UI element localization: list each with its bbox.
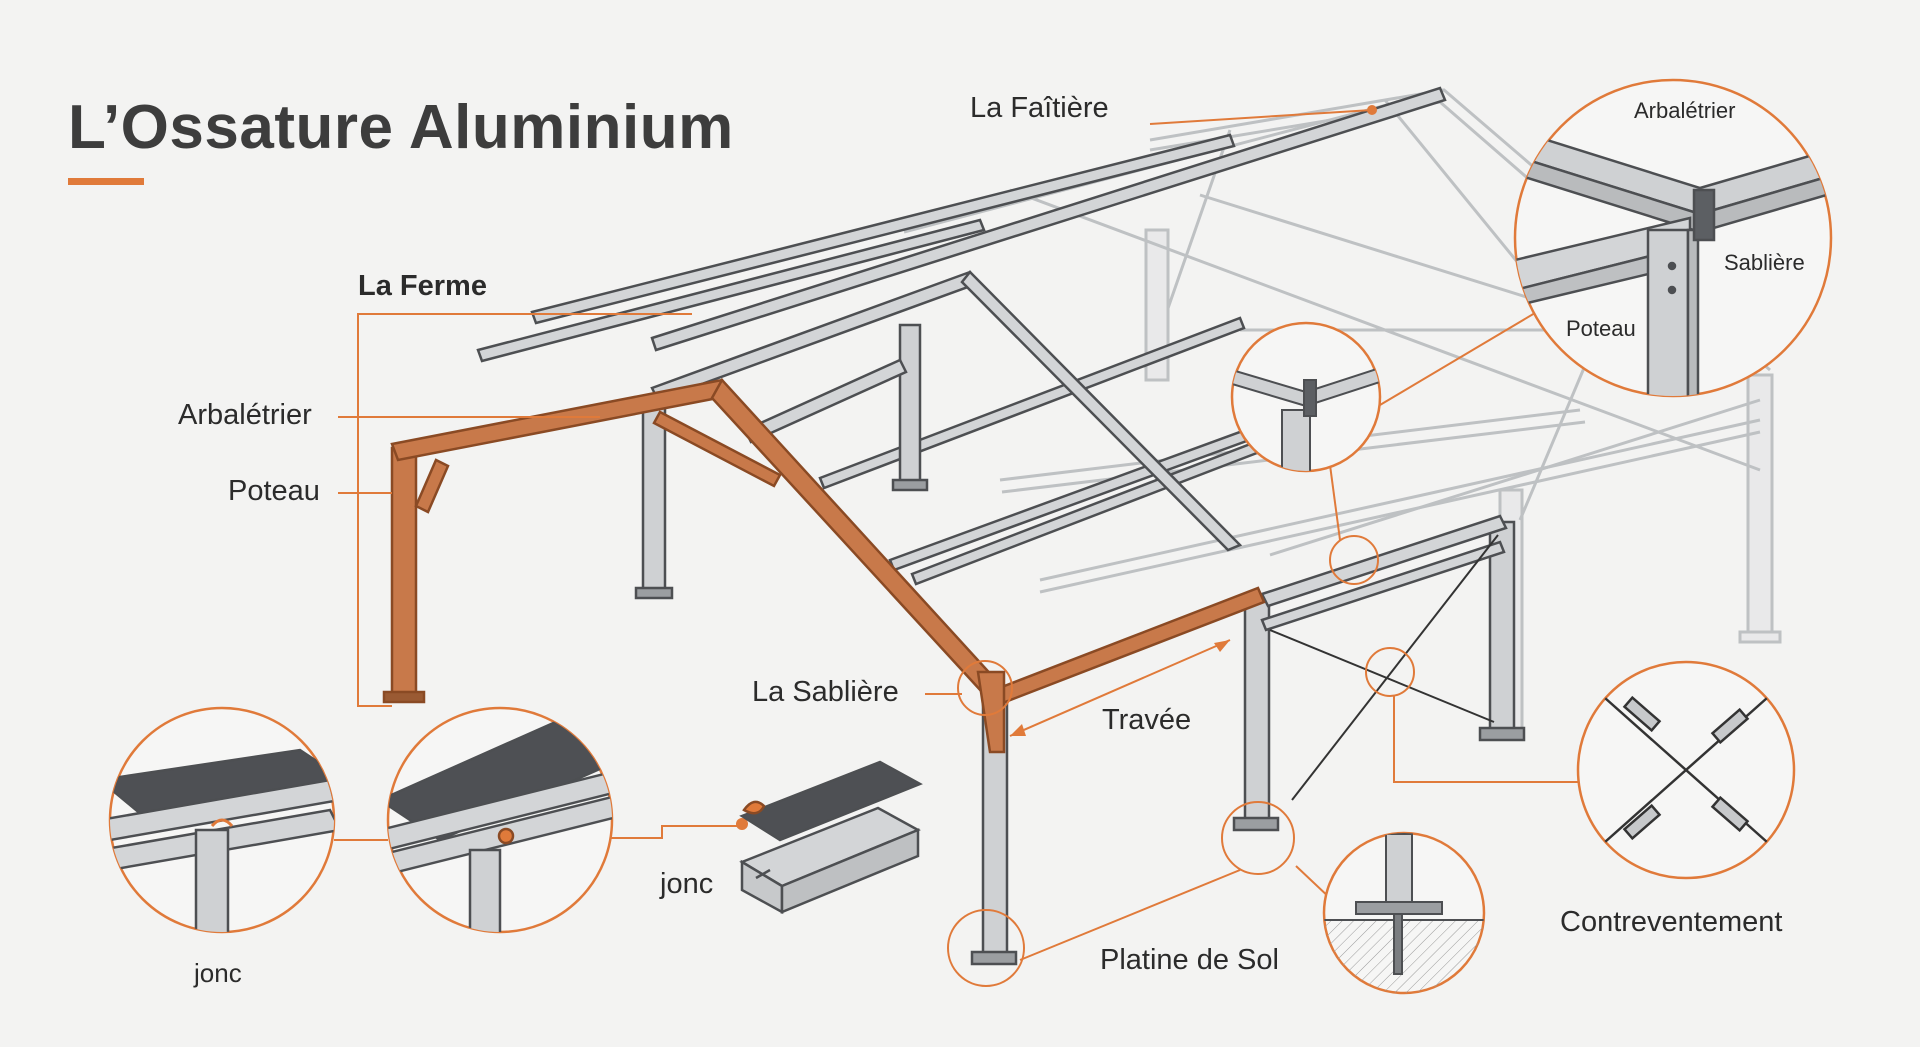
faded-post-b: [1746, 373, 1774, 637]
label-platine: Platine de Sol: [1100, 944, 1279, 976]
leader-lines: [334, 105, 1578, 987]
label-sabliere: La Sablière: [752, 676, 899, 708]
detail-platine: [1322, 831, 1486, 995]
purlin-3: [818, 316, 1246, 490]
faded-post-a: [1144, 228, 1170, 382]
truss-post-base: [382, 690, 426, 704]
label-contreventement: Contreventement: [1560, 906, 1783, 938]
leader-corner: [1379, 309, 1541, 406]
platine-ring-small: [1221, 801, 1295, 875]
sabliere-ring: [957, 660, 1013, 716]
label-jonc-left: jonc: [194, 958, 242, 988]
label-ferme: La Ferme: [358, 270, 487, 302]
detail-corner-small: [1230, 321, 1382, 473]
leader-platine: [1019, 869, 1241, 961]
middle-frame-right-rafter: [960, 270, 1243, 552]
main-frame: [476, 86, 1526, 966]
truss-post-left: [390, 446, 418, 698]
label-faitiere: La Faîtière: [970, 92, 1109, 124]
eave-beam-right: [1260, 514, 1508, 608]
highlighted-truss: [382, 377, 1266, 754]
detail-jonc-left: [108, 706, 336, 934]
front-post-base: [970, 950, 1018, 966]
far-frame-rafter: [743, 358, 908, 444]
corner-ring-small: [1329, 535, 1379, 585]
label-travee: Travée: [1102, 704, 1192, 736]
detail-label-poteau: Poteau: [1566, 316, 1636, 341]
middle-post-right: [898, 323, 922, 485]
label-jonc-mid: jonc: [660, 868, 714, 900]
leader-ferme: [357, 313, 692, 707]
bracing-ring-small: [1365, 647, 1415, 697]
ridge-beam: [650, 86, 1447, 352]
detail-label-arbaletrier: Arbalétrier: [1634, 98, 1736, 123]
page-title: L’Ossature Aluminium: [68, 93, 734, 162]
truss-knee-brace-left: [414, 458, 450, 514]
leader-bracing: [1393, 696, 1578, 783]
label-poteau: Poteau: [228, 475, 320, 507]
bracing-cable-1: [1269, 629, 1495, 723]
jonc-profile: [739, 760, 923, 915]
detail-label-sabliere: Sablière: [1724, 250, 1805, 275]
leader-faitiere: [1149, 109, 1373, 125]
bracing-cable-2: [1291, 534, 1499, 801]
travee-arrow: [1009, 639, 1231, 737]
detail-corner: [1513, 78, 1833, 398]
right-post-1: [1243, 598, 1271, 824]
detail-jonc-mid: [386, 706, 614, 934]
right-post-2: [1488, 520, 1516, 734]
title-underline: [68, 178, 144, 185]
leader-jonc-mid: [610, 825, 740, 839]
detail-bracing: [1576, 660, 1796, 880]
purlin-2: [476, 218, 986, 363]
purlin-1: [530, 133, 1236, 325]
front-base-ring: [947, 909, 1025, 987]
label-arbaletrier: Arbalétrier: [178, 399, 312, 431]
truss-knee-brace-right: [652, 410, 782, 488]
